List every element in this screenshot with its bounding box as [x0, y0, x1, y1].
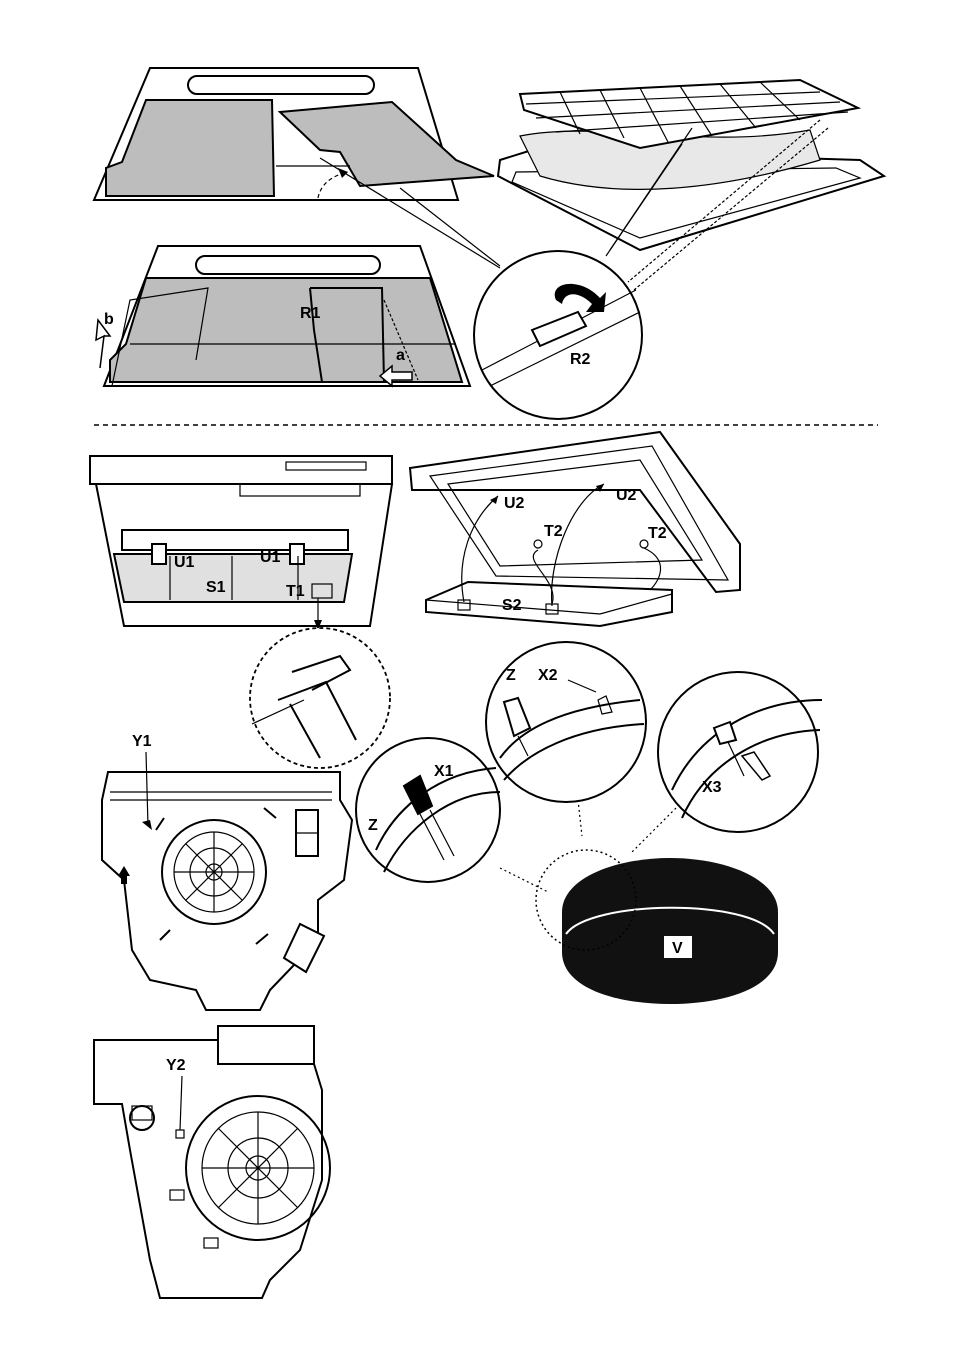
label-Y1: Y1: [132, 733, 152, 750]
label-U1-right: U1: [260, 549, 281, 566]
label-T2-right: T2: [648, 525, 667, 542]
label-R1: R1: [300, 305, 321, 322]
label-Y2: Y2: [166, 1057, 186, 1074]
hood-panel-single-filter: [96, 246, 470, 386]
grid-filter-exploded: [498, 80, 884, 250]
label-X2: X2: [538, 667, 558, 684]
label-X3: X3: [702, 779, 722, 796]
label-Z-top: Z: [506, 667, 516, 684]
label-X1: X1: [434, 763, 454, 780]
hood-front-S1: [90, 456, 392, 626]
label-R2: R2: [570, 351, 591, 368]
label-U2-right: U2: [616, 487, 637, 504]
label-S1: S1: [206, 579, 226, 596]
round-cover-V: [536, 850, 778, 1004]
label-T2-left: T2: [544, 523, 563, 540]
magnifier-X1: [356, 738, 500, 882]
label-U1-left: U1: [174, 554, 195, 571]
label-b: b: [104, 311, 114, 328]
magnifier-X2: [486, 642, 646, 802]
label-S2: S2: [502, 597, 522, 614]
label-V: V: [672, 940, 683, 957]
label-Z-left: Z: [368, 817, 378, 834]
label-T1: T1: [286, 583, 305, 600]
hood-underside-S2: [410, 432, 740, 626]
magnifier-X3: [658, 672, 822, 832]
hood-panel-filters-top: [94, 68, 494, 200]
motor-assembly-Y2: [94, 1026, 330, 1298]
label-U2-left: U2: [504, 495, 525, 512]
label-a: a: [396, 347, 405, 364]
motor-assembly-Y1: [102, 752, 352, 1010]
